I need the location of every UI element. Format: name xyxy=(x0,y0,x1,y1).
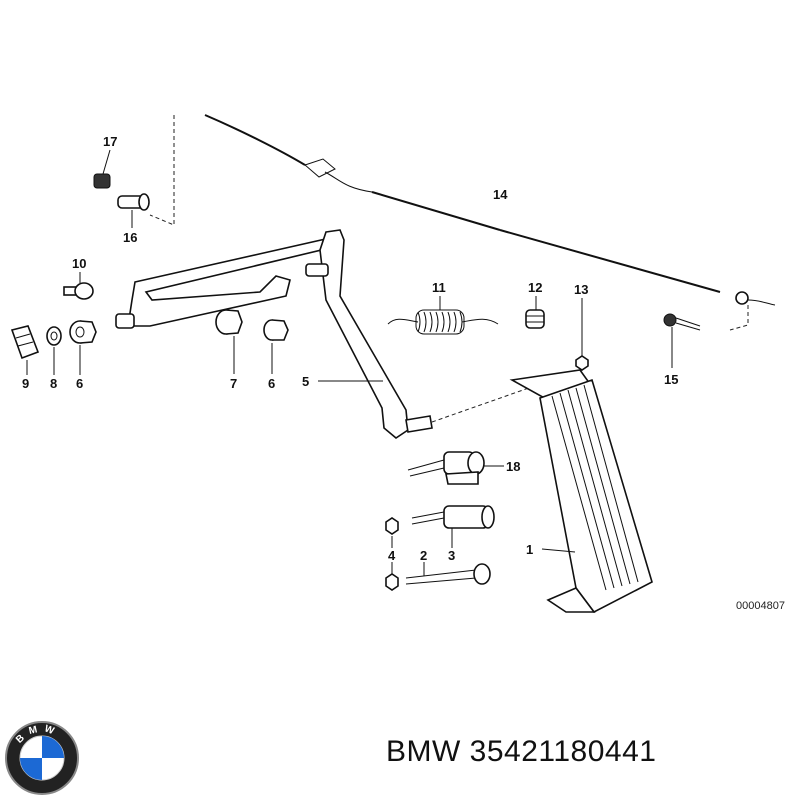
part-6-bushing-mid xyxy=(263,319,289,374)
callout-8: 8 xyxy=(50,376,57,391)
part-9-clip xyxy=(10,325,40,375)
part-15-screw xyxy=(663,313,701,368)
callout-16: 16 xyxy=(123,230,137,245)
callout-14: 14 xyxy=(493,187,508,202)
callout-5: 5 xyxy=(302,374,309,389)
part-4-nuts xyxy=(385,517,399,591)
callout-12: 12 xyxy=(528,280,542,295)
reference-code: 00004807 xyxy=(736,600,785,612)
part-18-adjuster xyxy=(407,451,504,485)
part-10-screw xyxy=(63,272,94,300)
part-16-pin xyxy=(117,193,150,228)
part-6-bushing-left xyxy=(69,320,97,375)
callout-labels: 17 16 10 9 8 6 7 6 5 11 12 13 14 15 18 4… xyxy=(22,134,785,612)
callout-9: 9 xyxy=(22,376,29,391)
part-13-nut xyxy=(575,298,589,371)
callout-6-left: 6 xyxy=(76,376,83,391)
throttle-cable xyxy=(149,114,776,331)
callout-13: 13 xyxy=(574,282,588,297)
callout-11: 11 xyxy=(432,280,446,295)
callout-4: 4 xyxy=(388,548,396,563)
callout-3: 3 xyxy=(448,548,455,563)
part-5-bracket xyxy=(115,229,581,439)
part-number-caption: BMW 35421180441 xyxy=(386,735,657,768)
callout-2: 2 xyxy=(420,548,427,563)
callout-15: 15 xyxy=(664,372,678,387)
part-3-sleeve xyxy=(411,505,495,548)
bmw-logo: BMW xyxy=(5,721,79,795)
part-1-pedal xyxy=(509,369,653,614)
callout-1: 1 xyxy=(526,542,533,557)
callout-17: 17 xyxy=(103,134,117,149)
part-7-bushing xyxy=(215,309,243,374)
callout-10: 10 xyxy=(72,256,86,271)
part-11-spring xyxy=(387,296,499,335)
part-12-stop xyxy=(525,296,545,329)
part-2-screw xyxy=(405,562,491,585)
part-8-washer xyxy=(46,326,62,375)
part-17-nut xyxy=(93,149,111,189)
callout-7: 7 xyxy=(230,376,237,391)
callout-6-mid: 6 xyxy=(268,376,275,391)
callout-18: 18 xyxy=(506,459,520,474)
